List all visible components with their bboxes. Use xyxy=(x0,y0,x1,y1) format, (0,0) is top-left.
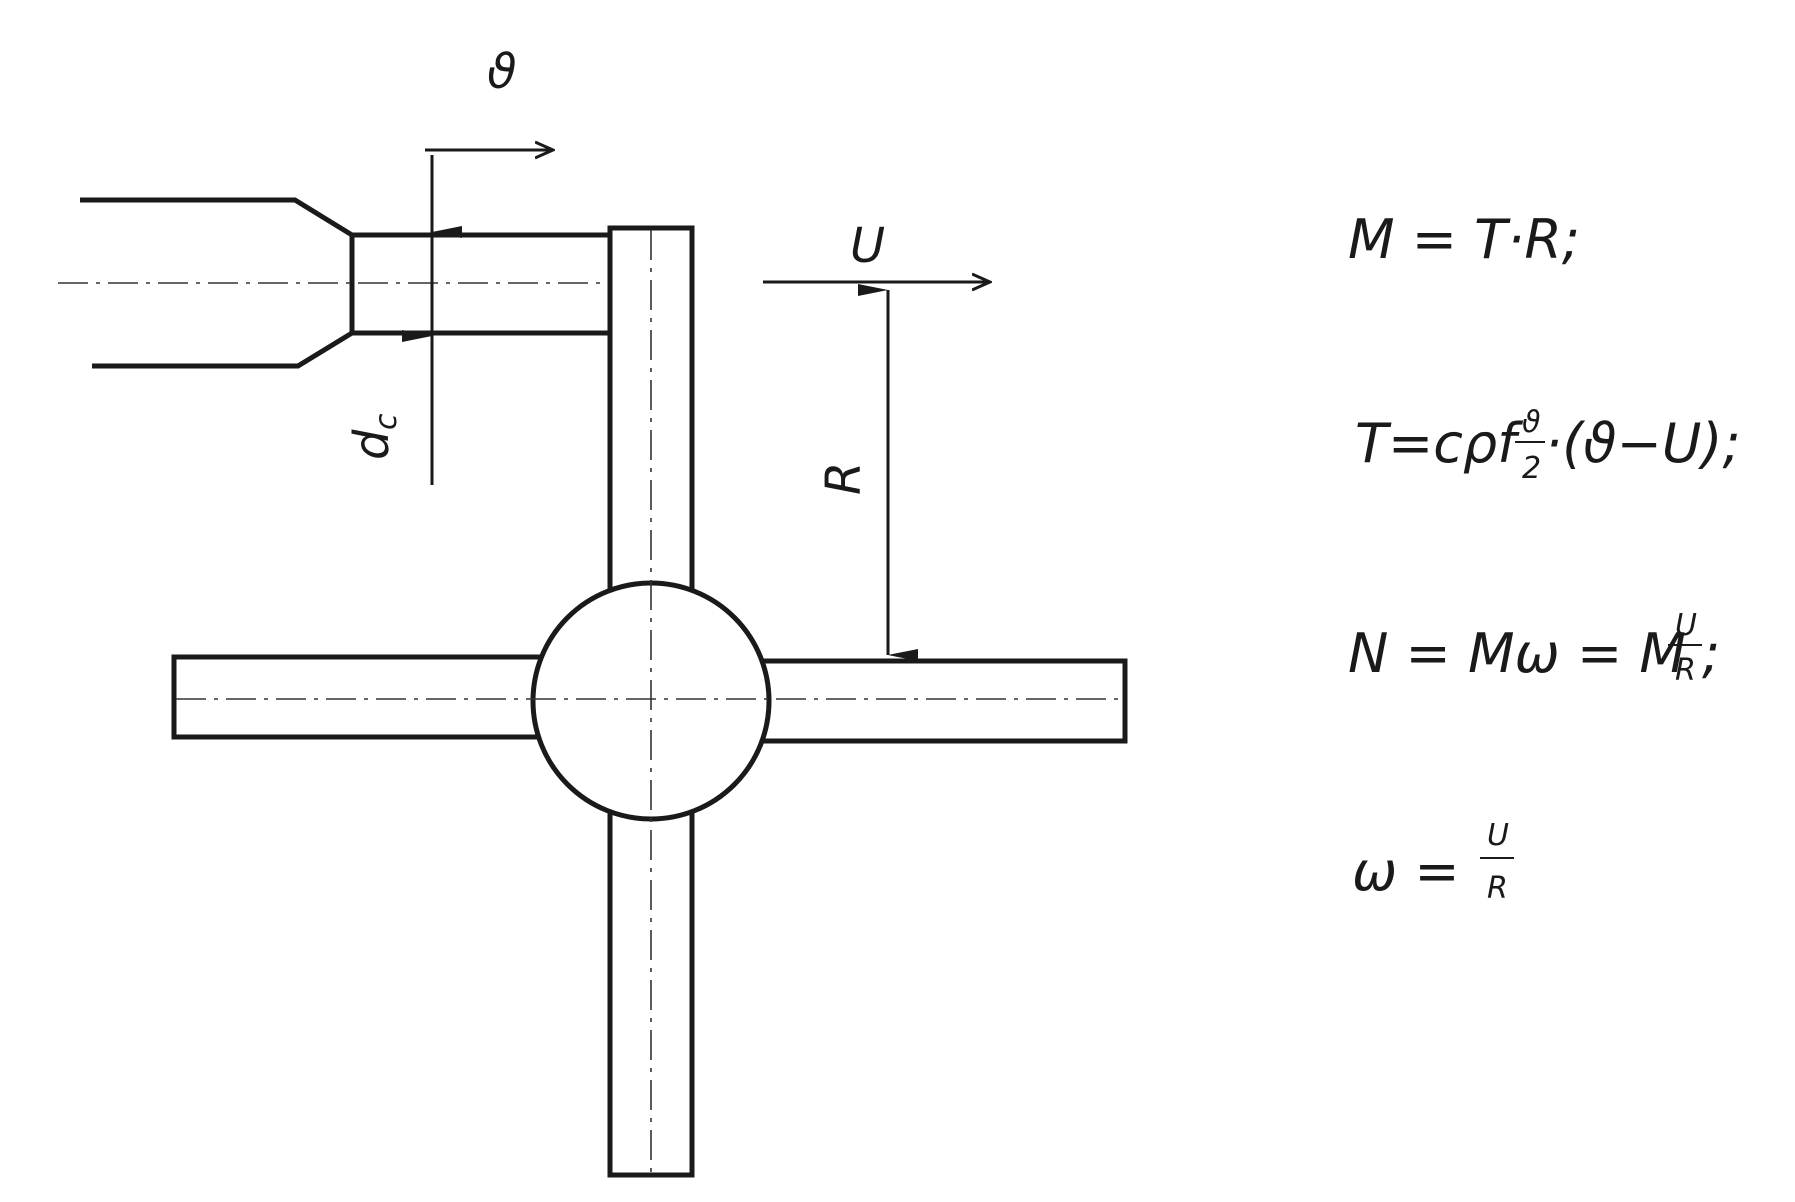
equation-angular-velocity: ω = U R xyxy=(1352,818,1514,906)
svg-text:M = T·R;: M = T·R; xyxy=(1348,208,1580,271)
svg-text:2: 2 xyxy=(1522,451,1541,486)
svg-text:ϑ: ϑ xyxy=(1522,405,1541,440)
svg-text:·(ϑ−U);: ·(ϑ−U); xyxy=(1545,412,1741,475)
svg-text:R: R xyxy=(1675,653,1696,688)
nozzle xyxy=(80,197,355,369)
radius-label: R xyxy=(816,462,872,495)
rim-velocity-label: U xyxy=(850,218,885,274)
svg-text:ω =: ω = xyxy=(1352,840,1460,903)
svg-text:;: ; xyxy=(1702,622,1720,685)
svg-text:N = Mω = M: N = Mω = M xyxy=(1348,622,1686,685)
svg-text:d: d xyxy=(344,429,400,460)
equation-force: T=cρf ϑ 2 ·(ϑ−U); xyxy=(1355,405,1741,486)
water-jet xyxy=(352,232,610,336)
svg-text:c: c xyxy=(369,413,404,430)
svg-text:U: U xyxy=(1675,608,1697,643)
arm-left xyxy=(171,654,547,740)
svg-text:R: R xyxy=(1487,871,1508,906)
nozzle-diameter-label: d c xyxy=(344,413,404,460)
arm-right xyxy=(755,658,1128,744)
svg-text:T=cρf: T=cρf xyxy=(1355,412,1523,475)
equation-power: N = Mω = M U R ; xyxy=(1348,608,1720,688)
equation-moment: M = T·R; xyxy=(1348,208,1580,271)
jet-velocity-label: ϑ xyxy=(487,44,517,100)
svg-text:U: U xyxy=(1487,818,1509,853)
